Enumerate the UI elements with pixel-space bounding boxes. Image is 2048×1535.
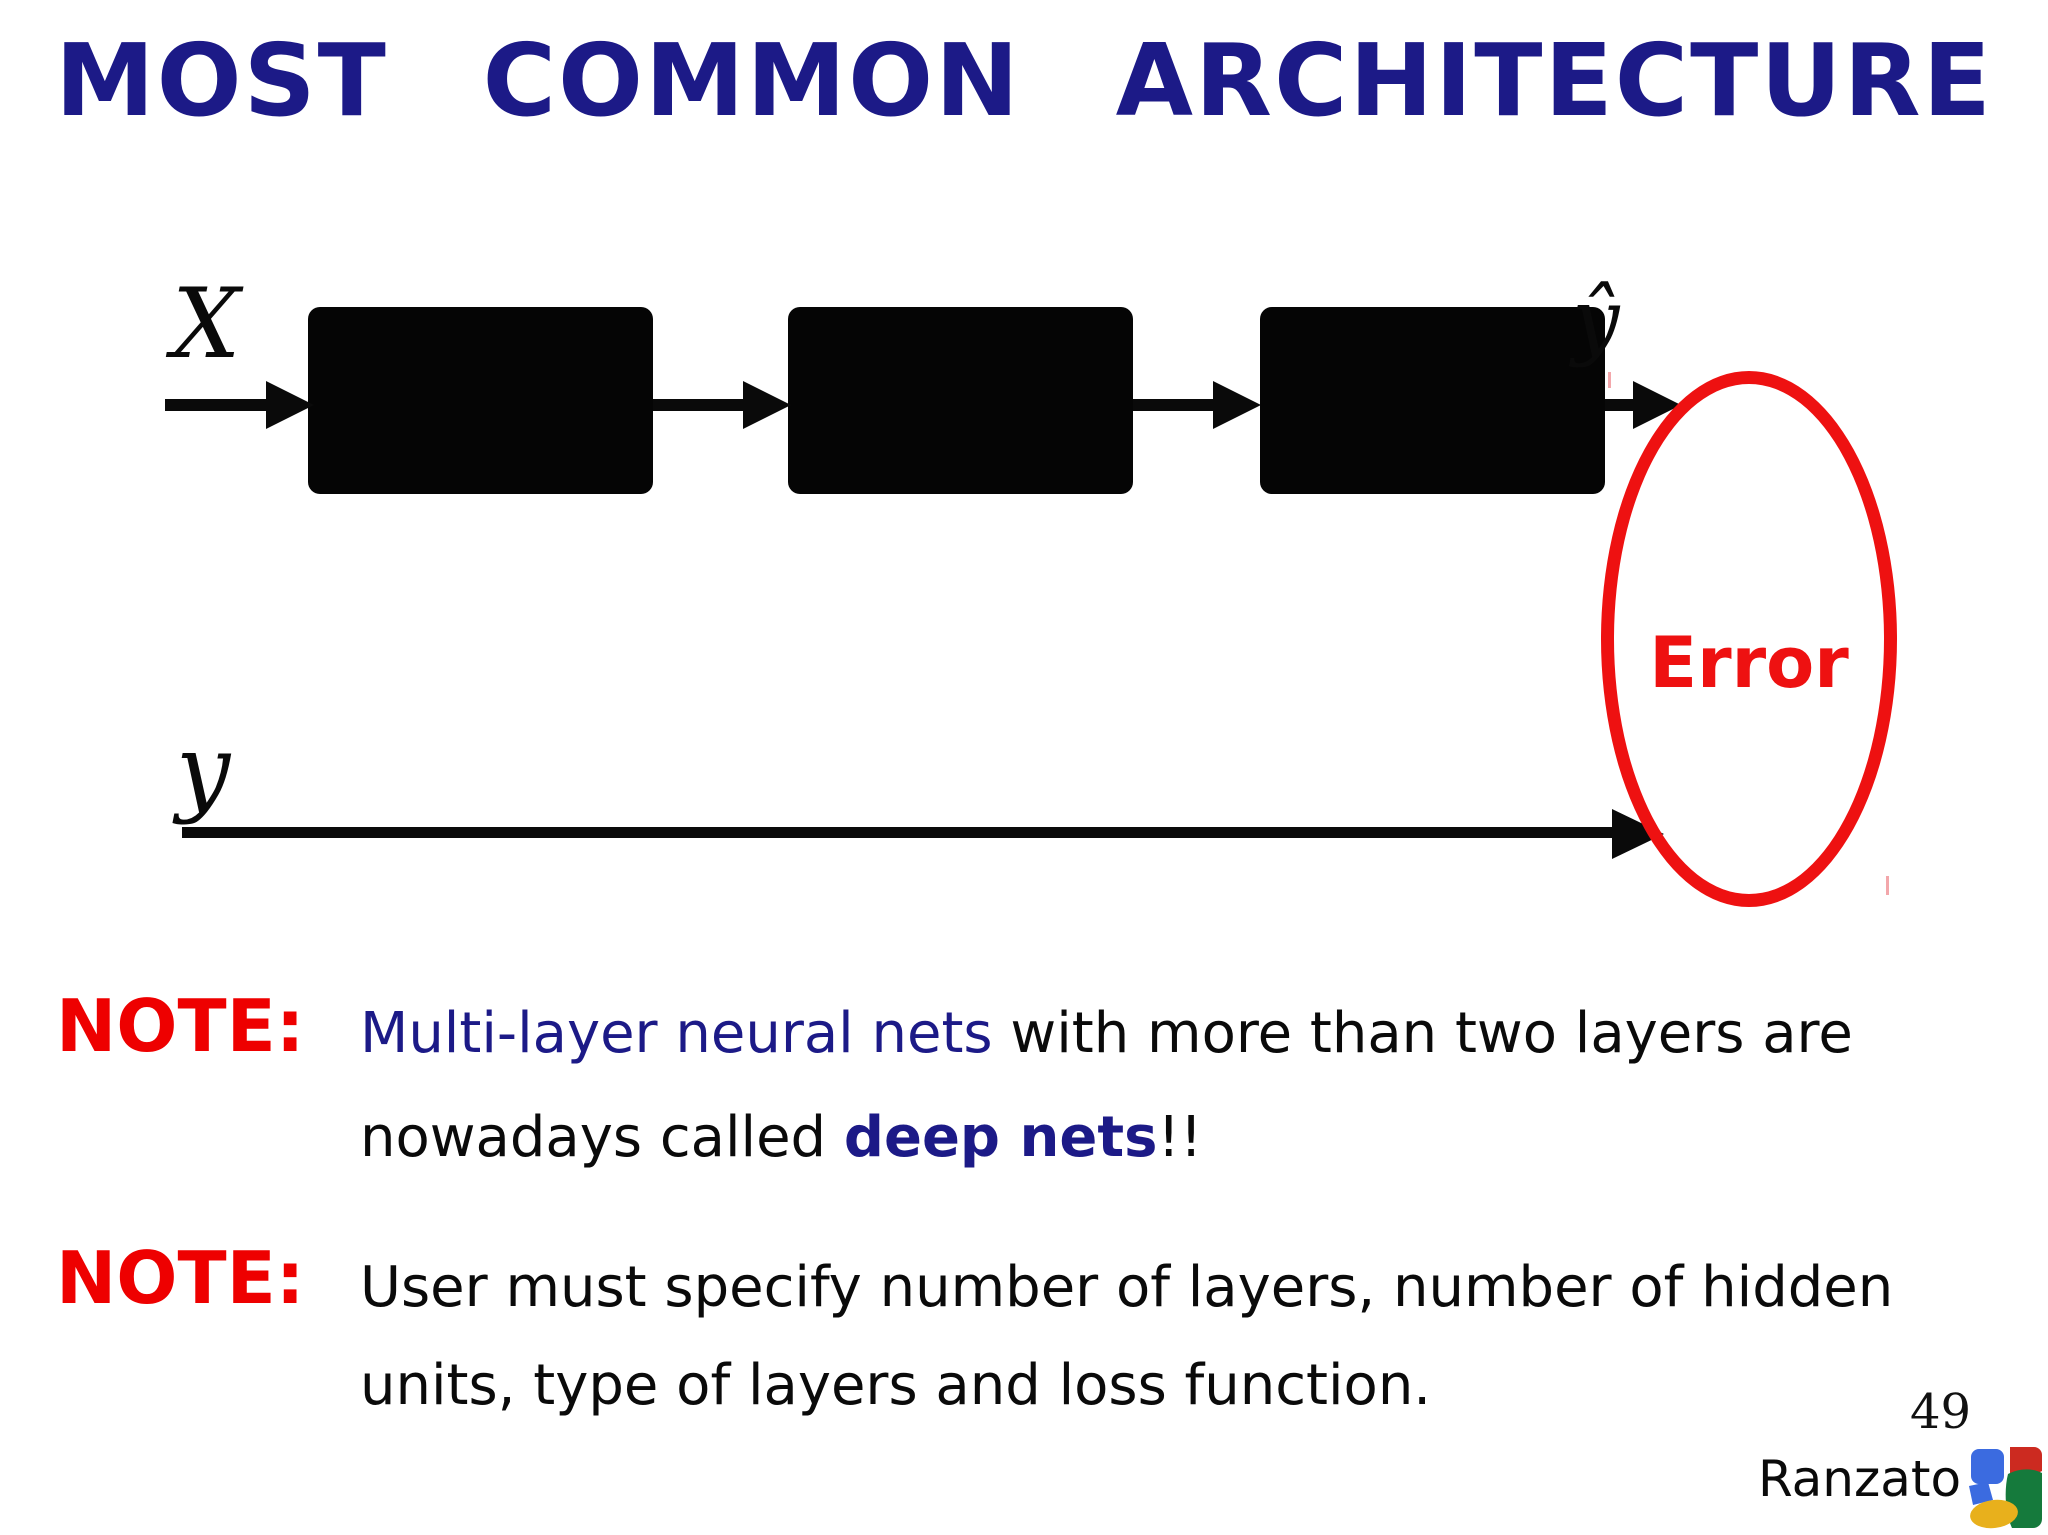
- note1-line2-highlight: deep nets: [843, 1105, 1158, 1170]
- note1-line1-highlight: Multi-layer neural nets: [360, 1001, 993, 1066]
- target-label-y: y: [176, 714, 231, 826]
- note1-line2: nowadays called deep nets!!: [360, 1105, 1203, 1170]
- note2-label: NOTE:: [56, 1236, 305, 1320]
- note1-label: NOTE:: [56, 984, 305, 1068]
- layer-box-3: [1260, 307, 1605, 494]
- slide-title: MOST COMMON ARCHITECTURE: [55, 22, 1993, 139]
- arrow-box1-box2-shaft: [653, 399, 745, 411]
- note2-line2: units, type of layers and loss function.: [360, 1353, 1432, 1418]
- arrow-box2-box3-head: [1213, 381, 1261, 429]
- note1-line2-post: !!: [1157, 1105, 1203, 1170]
- layer-box-1: [308, 307, 653, 494]
- note1-line1-rest: with more than two layers are: [992, 1001, 1853, 1066]
- arrow-box2-box3-shaft: [1133, 399, 1215, 411]
- input-arrow-head: [266, 381, 314, 429]
- arrow-box3-error-shaft: [1605, 399, 1637, 411]
- note2-line1: User must specify number of layers, numb…: [360, 1255, 1894, 1320]
- google-logo-yellow-block: [1970, 1499, 2018, 1529]
- input-arrow-shaft: [165, 399, 269, 411]
- google-logo-blue-block: [1971, 1449, 2004, 1484]
- page-number: 49: [1910, 1384, 1972, 1440]
- note1-line2-pre: nowadays called: [360, 1105, 844, 1170]
- target-arrow-shaft: [182, 827, 1614, 838]
- google-logo-blue-wedge: [1969, 1482, 1993, 1505]
- error-label: Error: [1649, 622, 1849, 704]
- layer-box-2: [788, 307, 1133, 494]
- input-label-x: X: [172, 268, 241, 380]
- prediction-label-yhat: ŷ: [1572, 271, 1620, 369]
- google-logo-red-block: [2010, 1447, 2042, 1477]
- stray-pink-tick-1: [1608, 372, 1611, 388]
- author-name: Ranzato: [1758, 1450, 1962, 1508]
- arrow-box1-box2-head: [743, 381, 791, 429]
- google-logo-icon: [1966, 1444, 2044, 1530]
- stray-pink-tick-2: [1886, 876, 1889, 895]
- note1-line1: Multi-layer neural nets with more than t…: [360, 1001, 1853, 1066]
